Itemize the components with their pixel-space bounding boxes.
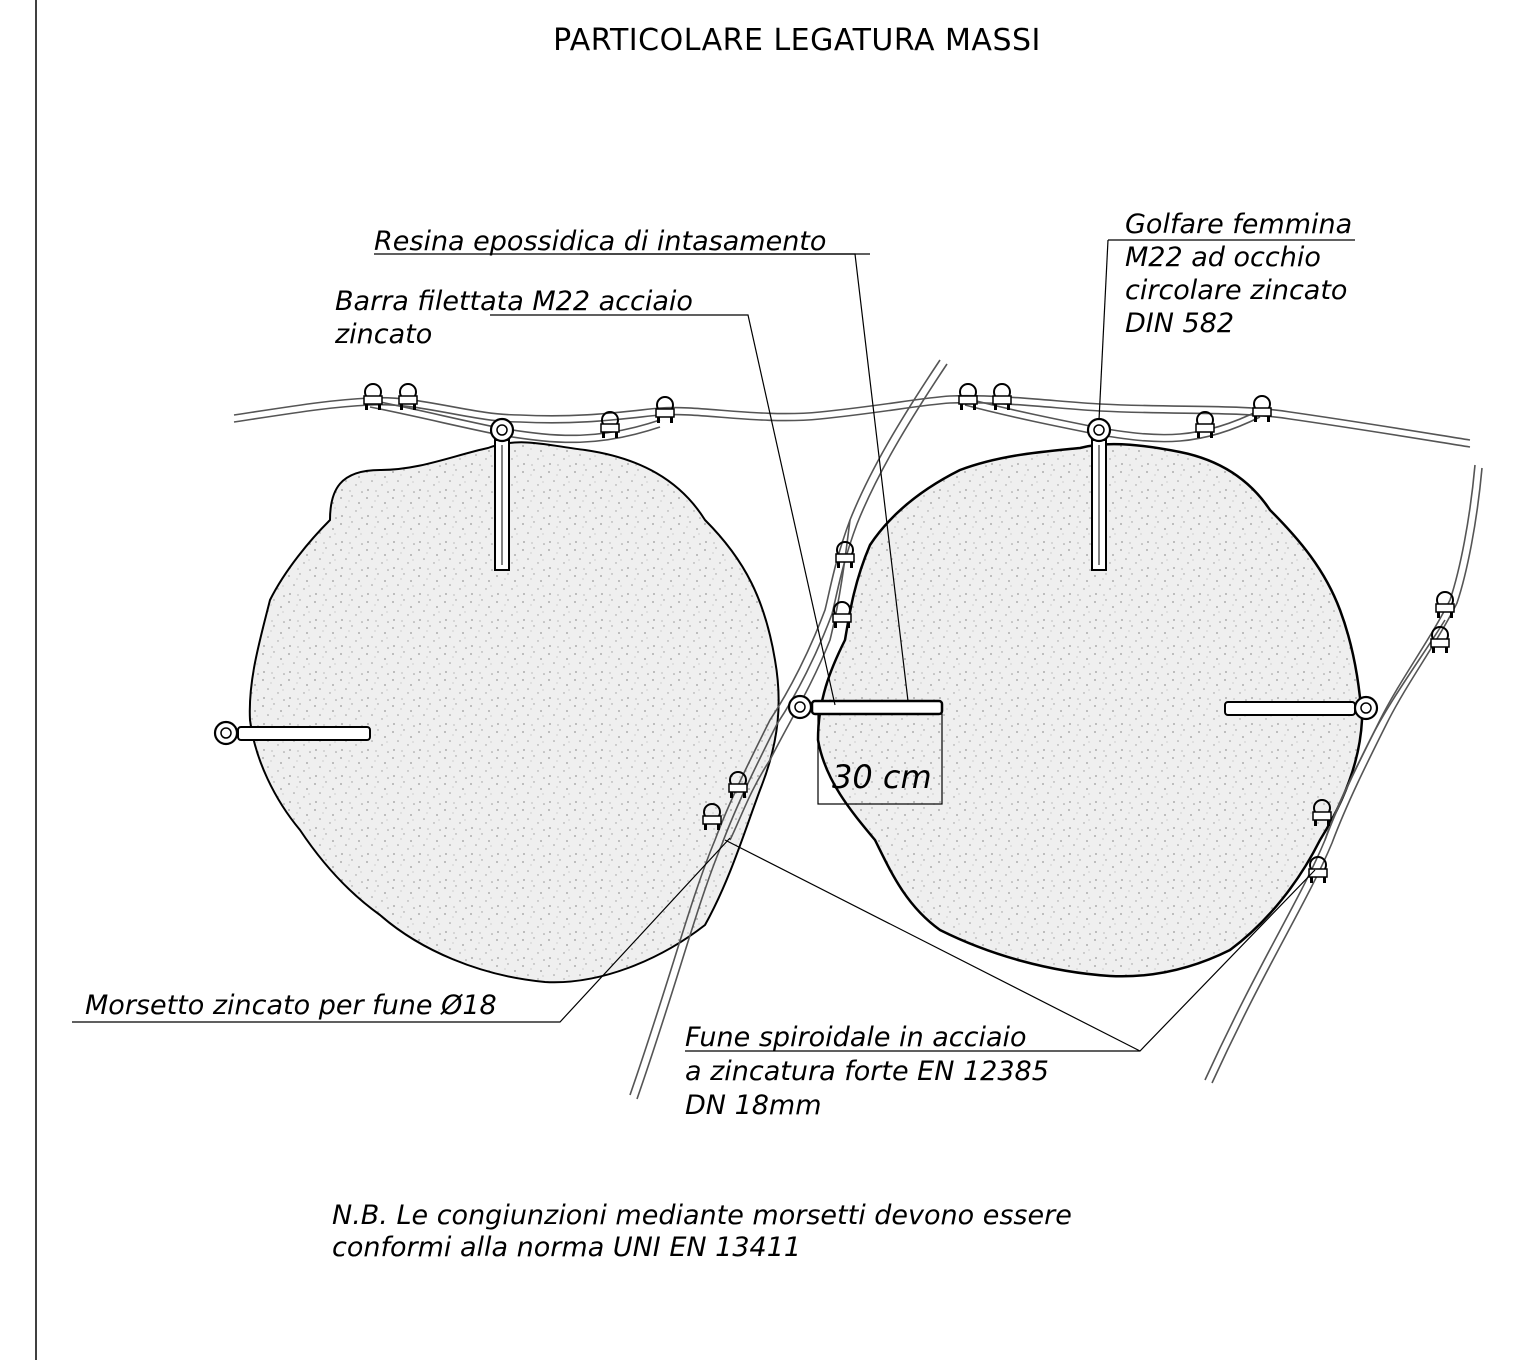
label-golfare-3: circolare zincato [1125,275,1347,306]
label-barra-1: Barra filettata M22 acciaio [335,286,693,317]
dimension-label: 30 cm [832,758,932,796]
label-fune-1: Fune spiroidale in acciaio [685,1022,1027,1053]
label-golfare-2: M22 ad occhio [1125,242,1321,273]
right-boulder [816,442,1364,978]
label-golfare-1: Golfare femmina [1125,209,1352,240]
eyebolt-right-side [1353,695,1379,721]
note-line-2: conformi alla norma UNI EN 13411 [332,1232,801,1263]
left-horizontal-bar [237,726,371,741]
label-fune-2: a zincatura forte EN 12385 [685,1056,1049,1087]
drawing-title: PARTICOLARE LEGATURA MASSI [553,23,1041,58]
eyebolt-middle [787,694,813,720]
note-line-1: N.B. Le congiunzioni mediante morsetti d… [332,1200,1072,1231]
top-rope [233,394,1471,448]
label-fune-3: DN 18mm [685,1090,822,1121]
diagonal-ropes [629,359,1483,1100]
eyebolt-left-top [489,417,515,443]
eyebolt-right-top [1086,417,1112,443]
leader-lines [72,239,1355,1052]
dimension-box [817,713,943,805]
right-horizontal-bar [1224,701,1356,716]
label-morsetto: Morsetto zincato per fune Ø18 [85,990,497,1021]
label-resina: Resina epossidica di intasamento [374,226,826,257]
middle-horizontal-bar [810,699,944,716]
left-boulder [248,441,780,984]
label-barra-2: zincato [334,319,432,350]
eyebolt-left-side [213,720,239,746]
label-golfare-4: DIN 582 [1125,308,1234,339]
